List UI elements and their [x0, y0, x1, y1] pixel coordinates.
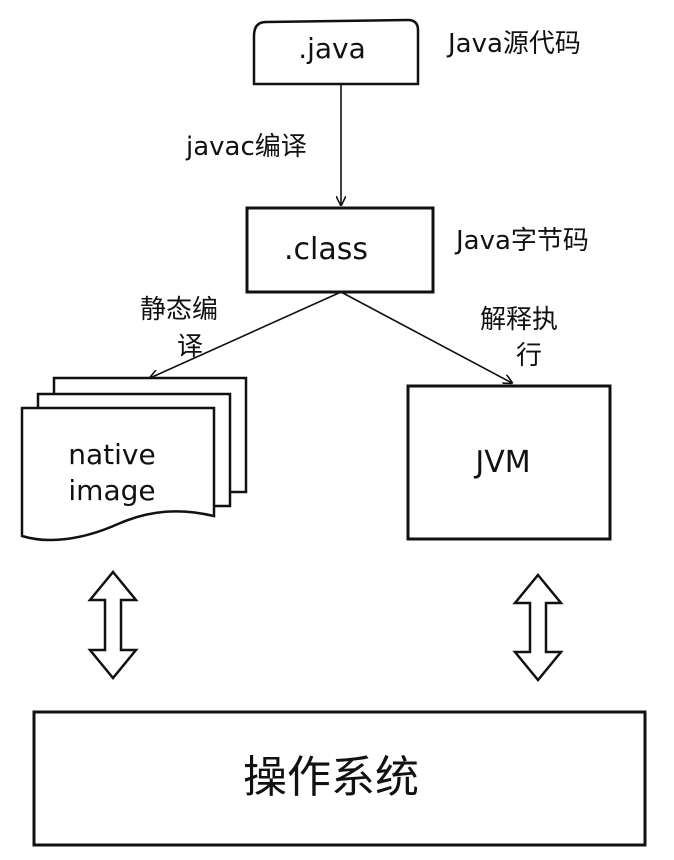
static-compile-label-line2: 译 [177, 332, 203, 362]
os-node: 操作系统 [32, 710, 647, 847]
interpret-arrow [340, 291, 512, 383]
native-image-node: native image [20, 376, 248, 542]
java-source-label: .java [298, 32, 366, 65]
jvm-label: JVM [473, 445, 530, 480]
native-image-label-line2: image [68, 474, 155, 507]
native-os-double-arrow [87, 570, 139, 680]
static-compile-label-line1: 静态编 [140, 295, 218, 325]
os-label: 操作系统 [243, 752, 419, 803]
class-file-node: .class [245, 206, 435, 294]
static-compile-arrow [150, 291, 342, 378]
jvm-node: JVM [406, 384, 612, 541]
interpret-label-line1: 解释执 [480, 305, 558, 335]
class-file-caption: Java字节码 [454, 226, 589, 256]
javac-edge-label: javac编译 [185, 132, 307, 162]
java-source-caption: Java源代码 [446, 29, 581, 59]
interpret-label-line2: 行 [516, 341, 542, 371]
class-file-label: .class [284, 232, 368, 267]
jvm-os-double-arrow [512, 573, 564, 682]
native-image-label-line1: native [68, 438, 155, 471]
java-source-node: .java [252, 18, 420, 86]
